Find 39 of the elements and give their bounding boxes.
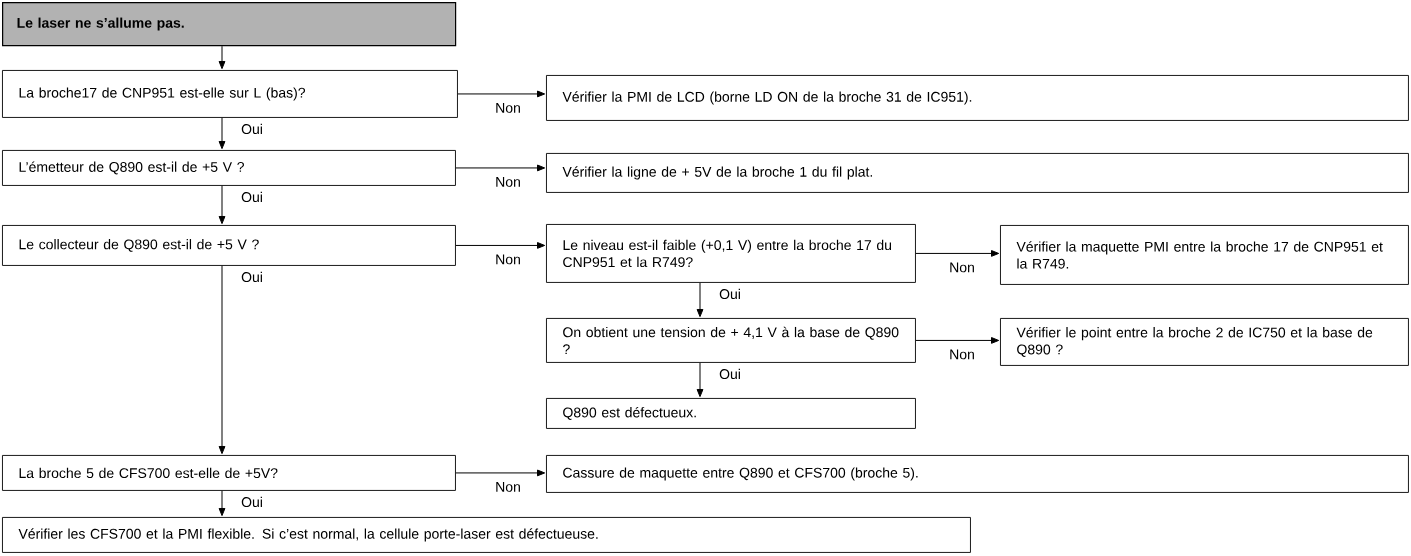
edge-label: Oui	[240, 270, 264, 284]
question-box: Le collecteur de Q890 est-il de +5 V ?	[2, 225, 456, 266]
title-box: Le laser ne s’allume pas.	[2, 2, 457, 47]
question-box: La broche 5 de CFS700 est-elle de +5V?	[2, 455, 456, 491]
arrow	[915, 337, 1000, 344]
action-box: Vérifier la PMI de LCD (borne LD ON de la broche 31 de IC951).	[546, 75, 1409, 121]
arrow	[218, 265, 226, 455]
edge-label: Non	[494, 176, 522, 188]
edge-label: Oui	[240, 495, 264, 509]
arrow	[218, 117, 226, 150]
question-box: L’émetteur de Q890 est-il de +5 V ?	[2, 150, 456, 186]
edge-label: Non	[948, 261, 976, 274]
action-box: Q890 est défectueux.	[546, 398, 916, 429]
arrow	[455, 242, 546, 249]
arrow	[457, 90, 546, 98]
action-box: Vérifier la ligne de + 5V de la broche 1 du fil plat.	[546, 153, 1409, 193]
action-box: Vérifier le point entre la broche 2 de IC750 et la base de Q890 ?	[1000, 318, 1409, 366]
arrow	[696, 362, 704, 398]
question-box: On obtient une tension de + 4,1 V à la base de Q890 ?	[546, 318, 916, 363]
edge-label: Oui	[718, 367, 742, 381]
arrow	[218, 45, 226, 70]
arrow	[218, 185, 226, 225]
arrow	[696, 282, 704, 318]
arrow	[218, 490, 226, 517]
arrow	[455, 164, 546, 172]
action-box: Vérifier les CFS700 et la PMI flexible. Si c’est normal, la cellule porte-laser est défectueuse.	[2, 516, 971, 553]
edge-label: Non	[494, 481, 522, 493]
edge-label: Non	[494, 253, 522, 266]
question-box: Le niveau est-il faible (+0,1 V) entre la broche 17 du CNP951 et la R749?	[546, 224, 916, 283]
edge-label: Non	[494, 102, 522, 114]
edge-label: Oui	[240, 190, 264, 204]
edge-label: Non	[948, 348, 976, 361]
edge-label: Oui	[240, 122, 264, 136]
edge-label: Oui	[718, 287, 742, 301]
action-box: Vérifier la maquette PMI entre la broche 17 de CNP951 et la R749.	[1000, 225, 1409, 285]
arrow	[455, 469, 546, 477]
arrow	[915, 250, 1000, 257]
question-box: La broche17 de CNP951 est-elle sur L (bas)?	[2, 70, 458, 118]
action-box: Cassure de maquette entre Q890 et CFS700 (broche 5).	[546, 455, 1409, 493]
